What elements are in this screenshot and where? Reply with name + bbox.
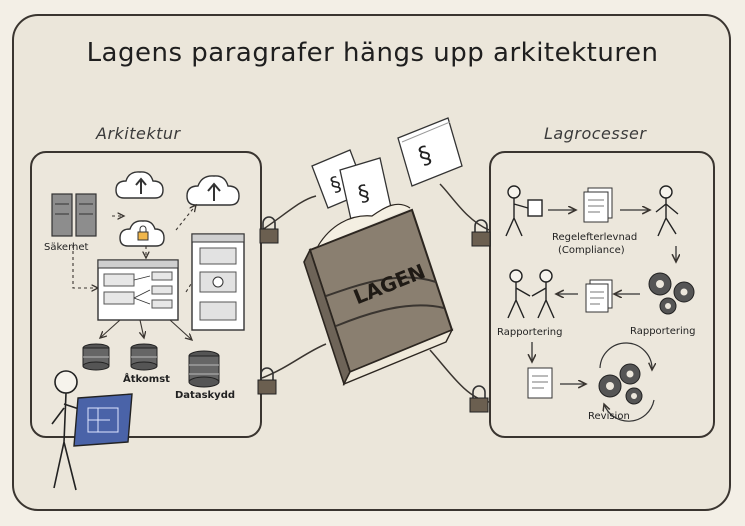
law-book-icon: LAGEN: [303, 203, 454, 387]
cloud-lock-icon: [119, 220, 165, 247]
revision-gears-icon: [598, 342, 654, 422]
data-protection-label: Dataskydd: [175, 390, 236, 401]
cloud-upload-icon: [115, 171, 164, 199]
compliance-sub-label: (Compliance): [558, 245, 625, 256]
handshake-people-icon: [507, 269, 555, 319]
service-window-icon: [191, 233, 245, 331]
database-icon: [130, 343, 158, 371]
walking-person-icon: [655, 185, 679, 237]
reporting-right-label: Rapportering: [630, 326, 696, 337]
server-rack-icon: [51, 193, 97, 237]
page-title: Lagens paragrafer hängs upp arkitekturen: [86, 38, 659, 68]
revision-label: Revision: [588, 411, 630, 422]
law-paper-icon: §: [339, 157, 393, 225]
security-label: Säkerhet: [44, 242, 89, 253]
person-with-document-icon: [505, 185, 543, 237]
gears-icon: [648, 272, 695, 315]
access-label: Åtkomst: [123, 374, 170, 385]
blueprint-icon: [73, 393, 133, 447]
cloud-upload-icon: [186, 175, 240, 206]
database-icon: [82, 343, 110, 371]
architecture-heading: Arkitektur: [96, 124, 181, 143]
database-icon: [188, 350, 220, 388]
reporting-left-label: Rapportering: [497, 327, 563, 338]
padlock-icon: [257, 367, 277, 395]
report-document-icon: [527, 367, 553, 399]
padlock-icon: [259, 216, 279, 244]
compliance-label: Regelefterlevnad: [552, 232, 638, 243]
architect-figure: [51, 370, 83, 491]
document-stack-icon: [583, 187, 613, 223]
processes-heading: Lagrocesser: [544, 124, 647, 143]
law-paper-icon: §: [397, 117, 463, 187]
padlock-icon: [471, 219, 491, 247]
document-stack-icon: [585, 279, 613, 313]
app-window-icon: [97, 259, 179, 321]
padlock-icon: [469, 385, 489, 413]
